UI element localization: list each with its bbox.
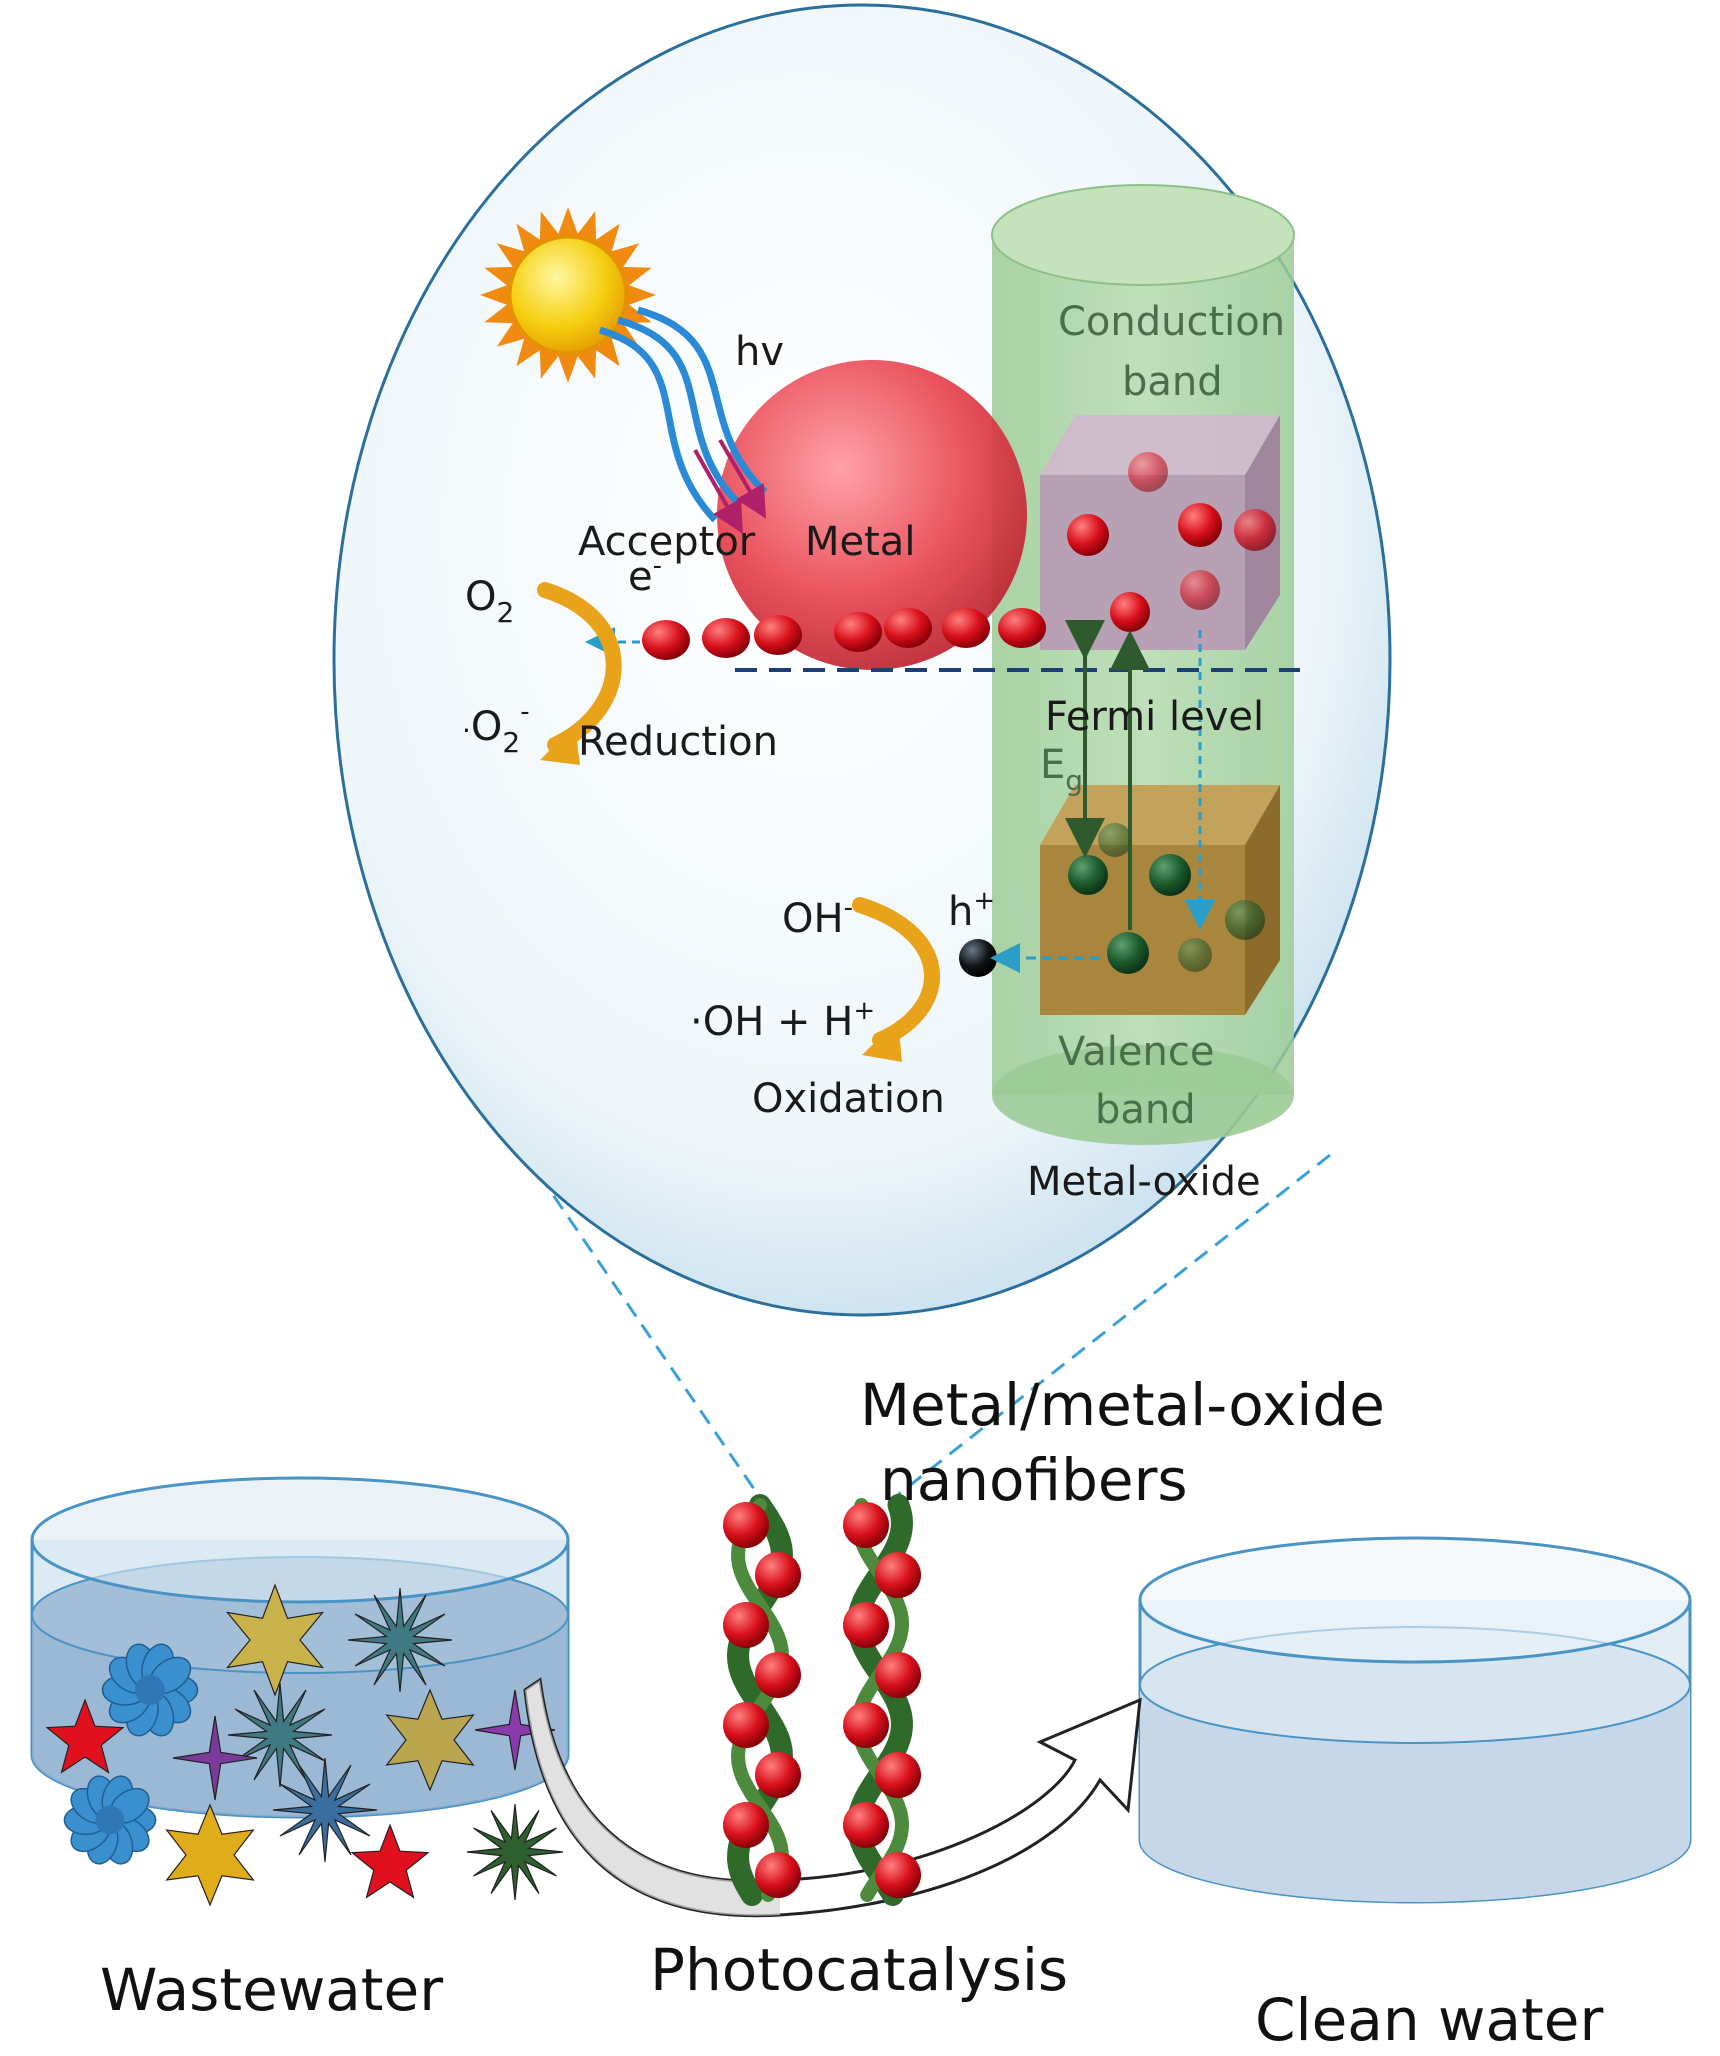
- star-icon: [466, 1803, 564, 1901]
- electron: [942, 608, 990, 648]
- nanoparticle: [843, 1502, 889, 1548]
- nanoparticle: [843, 1702, 889, 1748]
- superoxide-label: ·O2-: [462, 697, 530, 759]
- electron: [702, 618, 750, 658]
- reduction-arrowhead: [540, 725, 580, 765]
- star-icon: [225, 1583, 325, 1697]
- hole: [1149, 854, 1191, 896]
- acceptor-label: Acceptor: [578, 519, 756, 565]
- star-icon: [227, 1682, 333, 1788]
- metal-sphere: [717, 360, 1027, 670]
- nanoparticle: [875, 1652, 921, 1698]
- band-gap-label: Eg: [1040, 742, 1083, 797]
- conduction-band-label-line1: Conduction: [1058, 299, 1285, 345]
- nanoparticle: [723, 1502, 769, 1548]
- o2-label: O2: [465, 574, 514, 629]
- nanoparticle: [843, 1602, 889, 1648]
- nanofibers: [723, 1494, 921, 1906]
- star-icon: [347, 1587, 453, 1693]
- star-icon: [272, 1757, 378, 1863]
- nanofibers-label-line1: Metal/metal-oxide: [860, 1371, 1385, 1439]
- hole: [1225, 900, 1265, 940]
- hv-label: hv: [735, 329, 784, 375]
- clean-water-container: [1138, 1536, 1692, 1904]
- nanoparticle: [843, 1802, 889, 1848]
- hole: [1098, 823, 1132, 857]
- nanoparticle: [723, 1702, 769, 1748]
- nanoparticle: [875, 1852, 921, 1898]
- star-icon: [385, 1688, 475, 1792]
- electron: [1180, 570, 1220, 610]
- photocatalysis-label: Photocatalysis: [650, 1936, 1068, 2004]
- nanoparticle: [723, 1802, 769, 1848]
- hole-ball: [959, 939, 997, 977]
- electron-label: e-: [628, 551, 662, 600]
- zoom-line-right: [884, 1153, 1331, 1507]
- electron: [834, 612, 882, 652]
- star-icon: [350, 1823, 430, 1899]
- reduction-curved-arrow: [537, 582, 622, 753]
- nanoparticle: [755, 1552, 801, 1598]
- reduction-label: Reduction: [578, 719, 778, 765]
- valence-holes: [1068, 823, 1265, 974]
- hole: [1068, 855, 1108, 895]
- hole-label: h+: [948, 886, 995, 935]
- nanoparticle: [875, 1752, 921, 1798]
- electron: [1110, 592, 1150, 632]
- light-wave-icon: [598, 306, 768, 534]
- flower-icon: [101, 1643, 199, 1737]
- flower-icon: [63, 1775, 157, 1865]
- electron: [754, 615, 802, 655]
- electron: [1178, 503, 1222, 547]
- wastewater-label: Wastewater: [100, 1956, 443, 2024]
- electron: [998, 608, 1046, 648]
- nanoparticle: [755, 1652, 801, 1698]
- valence-band-label-line2: band: [1095, 1087, 1196, 1133]
- hole: [1107, 932, 1149, 974]
- nanoparticle: [755, 1752, 801, 1798]
- nanoparticle: [723, 1602, 769, 1648]
- oxidation-label: Oxidation: [752, 1076, 945, 1122]
- star-icon: [45, 1698, 125, 1774]
- oxidation-arrowhead: [862, 1020, 902, 1062]
- nanoparticle: [875, 1552, 921, 1598]
- electron: [1128, 452, 1168, 492]
- electron: [1067, 514, 1109, 556]
- star-icon: [172, 1715, 258, 1801]
- sun-icon: [480, 207, 656, 383]
- nanofibers-label-line2: nanofibers: [880, 1446, 1188, 1514]
- metal-label: Metal: [805, 519, 915, 565]
- hydroxyl-radical-label: ·OH + H+: [690, 996, 875, 1045]
- electron-chain: [642, 608, 1046, 660]
- nanofiber: [843, 1494, 921, 1906]
- conduction-band-label-line2: band: [1122, 359, 1223, 405]
- conduction-electrons: [1067, 452, 1276, 632]
- valence-band-cube: [1040, 785, 1280, 1015]
- electron: [1234, 509, 1276, 551]
- metal-oxide-label: Metal-oxide: [1027, 1159, 1261, 1205]
- hole: [1178, 938, 1212, 972]
- clean-water-label: Clean water: [1255, 1986, 1603, 2054]
- hydroxide-label: OH-: [782, 893, 853, 942]
- oxidation-curved-arrow: [852, 897, 940, 1048]
- fermi-level-label: Fermi level: [1045, 694, 1264, 740]
- nanofiber: [723, 1494, 801, 1906]
- electron: [884, 608, 932, 648]
- process-arrow: [523, 1677, 1142, 1918]
- electron: [642, 620, 690, 660]
- star-icon: [165, 1803, 255, 1907]
- pollutants: [45, 1583, 564, 1907]
- valence-band-label-line1: Valence: [1058, 1029, 1214, 1075]
- nanoparticle: [755, 1852, 801, 1898]
